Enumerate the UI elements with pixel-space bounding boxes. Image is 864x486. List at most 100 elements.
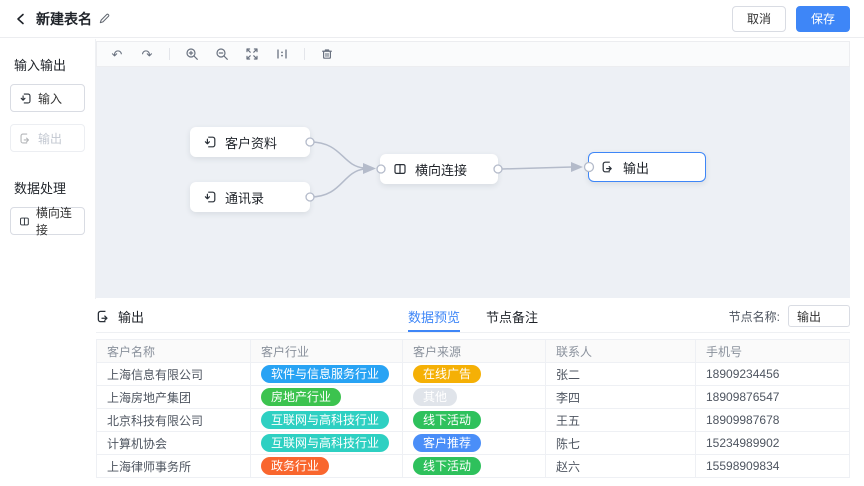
cell-source: 其他 — [402, 385, 546, 409]
toolbar-divider — [169, 48, 170, 60]
actual-size-icon[interactable] — [274, 46, 290, 62]
node-label: 横向连接 — [415, 162, 468, 178]
page-title: 新建表名 — [36, 10, 92, 27]
input-icon — [20, 92, 31, 104]
input-icon — [204, 136, 216, 148]
cell-industry-badge: 政务行业 — [261, 457, 330, 475]
sidebar-item-label: 横向连接 — [35, 206, 72, 237]
join-icon — [394, 163, 406, 175]
node-customer-data[interactable]: 客户资料 — [190, 127, 310, 157]
header-actions: 取消 保存 — [731, 5, 850, 32]
edit-title-button[interactable] — [98, 12, 111, 25]
cell-industry: 政务行业 — [250, 454, 403, 478]
chevron-left-icon — [17, 13, 24, 24]
tab-data-preview[interactable]: 数据预览 — [407, 300, 460, 332]
cell-source: 线下活动 — [402, 408, 546, 432]
column-header: 客户行业 — [250, 339, 403, 363]
cell-phone: 18909987678 — [695, 408, 850, 432]
cell-industry: 互联网与高科技行业 — [250, 431, 403, 455]
cell-source: 在线广告 — [402, 362, 546, 386]
cell-source: 线下活动 — [402, 454, 546, 478]
node-output[interactable]: 输出 — [588, 152, 706, 182]
bottom-panel: 输出 数据预览 节点备注 节点名称: 客户名称 客户行业 客户来源 联系人 手机… — [96, 300, 850, 478]
cell-contact: 陈七 — [545, 431, 696, 455]
cell-customer-name: 上海房地产集团 — [96, 385, 251, 409]
cell-customer-name: 上海律师事务所 — [96, 454, 251, 478]
redo-icon[interactable]: ↷ — [141, 46, 153, 62]
fit-view-icon[interactable] — [244, 46, 260, 62]
cell-phone: 18909876547 — [695, 385, 850, 409]
edge — [309, 168, 365, 198]
toolbar-divider — [304, 48, 305, 60]
zoom-in-icon[interactable] — [184, 46, 200, 62]
edge-arrowhead — [571, 162, 583, 172]
column-header: 客户名称 — [96, 339, 251, 363]
delete-icon[interactable] — [319, 46, 335, 62]
table-header-row: 客户名称 客户行业 客户来源 联系人 手机号 — [96, 339, 850, 363]
cell-industry: 互联网与高科技行业 — [250, 408, 403, 432]
edge-arrowhead — [363, 163, 376, 174]
cell-contact: 李四 — [545, 385, 696, 409]
node-name-label: 节点名称: — [728, 309, 780, 324]
sidebar-section-io: 输入输出 — [14, 58, 67, 73]
undo-icon[interactable]: ↶ — [111, 46, 123, 62]
cell-phone: 18909234456 — [695, 362, 850, 386]
pencil-icon — [99, 13, 110, 24]
column-header: 联系人 — [545, 339, 696, 363]
column-header: 客户来源 — [402, 339, 546, 363]
cell-contact: 张二 — [545, 362, 696, 386]
sidebar-item-input[interactable]: 输入 — [10, 84, 85, 112]
panel-header: 输出 数据预览 节点备注 节点名称: — [96, 300, 850, 333]
cell-customer-name: 北京科技有限公司 — [96, 408, 251, 432]
column-header: 手机号 — [695, 339, 850, 363]
back-button[interactable] — [14, 12, 28, 26]
cell-source-badge: 其他 — [413, 388, 458, 406]
cell-industry: 软件与信息服务行业 — [250, 362, 403, 386]
sidebar-divider — [95, 39, 96, 299]
cell-source-badge: 线下活动 — [413, 457, 482, 475]
tab-node-notes[interactable]: 节点备注 — [486, 309, 539, 325]
cell-contact: 王五 — [545, 408, 696, 432]
cell-industry-badge: 互联网与高科技行业 — [261, 411, 390, 429]
node-label: 客户资料 — [225, 135, 278, 151]
node-name-field: 节点名称: — [650, 305, 850, 327]
cell-source-badge: 线下活动 — [413, 411, 482, 429]
output-icon — [97, 310, 108, 322]
node-label: 通讯录 — [225, 190, 265, 206]
cell-customer-name: 计算机协会 — [96, 431, 251, 455]
panel-tabs: 数据预览 节点备注 — [407, 300, 539, 332]
cell-source-badge: 在线广告 — [413, 365, 482, 383]
output-icon — [602, 161, 612, 173]
edge — [501, 166, 573, 170]
node-join[interactable]: 横向连接 — [380, 154, 498, 184]
sidebar-item-join[interactable]: 横向连接 — [10, 206, 85, 237]
output-icon — [20, 132, 30, 144]
cell-industry-badge: 软件与信息服务行业 — [261, 365, 390, 383]
cancel-button[interactable]: 取消 — [731, 5, 786, 32]
sidebar-item-output: 输出 — [10, 124, 85, 152]
cell-phone: 15598909834 — [695, 454, 850, 478]
canvas-toolbar: ↶ ↷ — [96, 41, 850, 67]
node-name-input[interactable] — [788, 305, 850, 327]
panel-node-label: 输出 — [118, 309, 145, 325]
save-button[interactable]: 保存 — [795, 5, 850, 32]
cell-source-badge: 客户推荐 — [413, 434, 482, 452]
cell-phone: 15234989902 — [695, 431, 850, 455]
cell-contact: 赵六 — [545, 454, 696, 478]
cell-industry: 房地产行业 — [250, 385, 403, 409]
edge — [309, 141, 365, 169]
flow-canvas[interactable]: 客户资料 通讯录 横向连接 输出 — [96, 67, 850, 298]
zoom-out-icon[interactable] — [214, 46, 230, 62]
cell-industry-badge: 互联网与高科技行业 — [261, 434, 390, 452]
data-preview-table: 客户名称 客户行业 客户来源 联系人 手机号 上海信息有限公司软件与信息服务行业… — [96, 339, 850, 478]
node-contacts[interactable]: 通讯录 — [190, 182, 310, 212]
sidebar-item-label: 输入 — [38, 91, 63, 106]
node-label: 输出 — [623, 160, 650, 176]
sidebar-item-label: 输出 — [38, 131, 63, 146]
